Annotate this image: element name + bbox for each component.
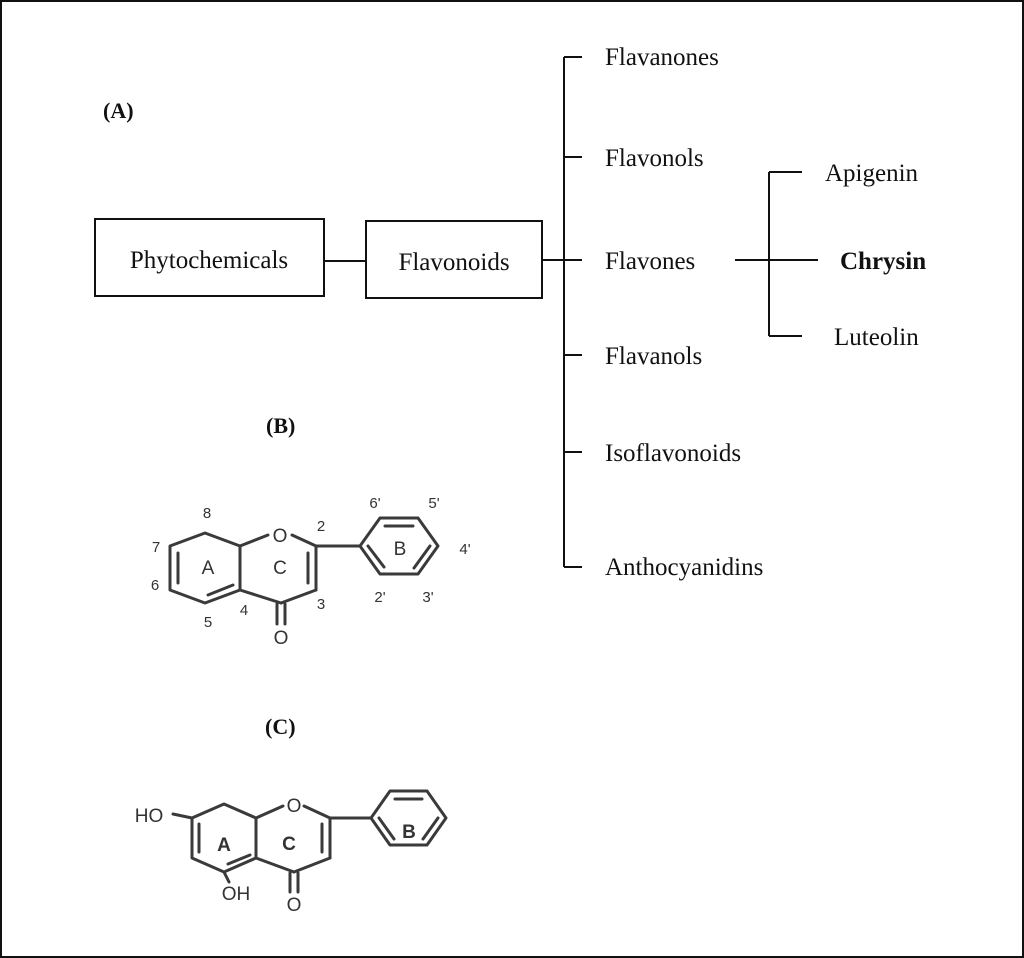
position-8: 8: [203, 505, 211, 522]
panel-label-c: (C): [265, 714, 296, 739]
flavone-skeleton-structure: O O A C B 8 7 6 5 4 3 2 2' 3' 4' 5' 6': [151, 495, 471, 649]
position-2: 2: [317, 518, 325, 535]
class-flavanones: Flavanones: [605, 44, 719, 71]
ring-b-label: B: [402, 822, 416, 843]
bond-c5-oh: [222, 870, 231, 884]
panel-label-a: (A): [103, 98, 134, 123]
panel-label-b: (B): [266, 413, 295, 438]
ring-a-double-bond: [226, 853, 252, 866]
position-4-prime: 4': [459, 541, 470, 558]
ring-b-double-bond: [412, 544, 432, 570]
phytochemicals-box: [94, 218, 325, 297]
class-flavones: Flavones: [605, 248, 695, 275]
flavone-apigenin: Apigenin: [825, 160, 919, 187]
position-6: 6: [151, 577, 159, 594]
position-3-prime: 3': [422, 589, 433, 606]
class-flavanols: Flavanols: [605, 343, 702, 370]
position-6-prime: 6': [369, 495, 380, 512]
ring-b-double-bond: [421, 816, 440, 841]
ring-a-label: A: [217, 835, 231, 856]
ring-b-bonds: [369, 789, 448, 847]
carbonyl-oxygen-atom: O: [287, 895, 302, 916]
hydroxyl-7: HO: [135, 806, 164, 827]
position-5-prime: 5': [428, 495, 439, 512]
bond-c8a-o1: [238, 533, 270, 548]
bond-c8a-o1: [254, 804, 285, 820]
bond-c3-c4: [279, 588, 318, 605]
ring-b-double-bond: [377, 816, 396, 841]
ring-oxygen-atom: O: [287, 796, 302, 817]
bond-o1-c2: [290, 533, 318, 548]
ring-c-label: C: [273, 558, 287, 579]
ring-c-label: C: [282, 834, 296, 855]
ring-b-bonds: [358, 516, 440, 576]
bond-c3-c4: [292, 856, 332, 874]
hydroxyl-5: OH: [222, 884, 251, 905]
position-7: 7: [152, 539, 160, 556]
position-4: 4: [240, 602, 248, 619]
chrysin-structure: O O A C B HO OH: [135, 789, 448, 916]
flavone-chrysin: Chrysin: [840, 248, 926, 275]
class-flavonols: Flavonols: [605, 145, 704, 172]
ring-oxygen-atom: O: [273, 526, 288, 547]
ring-a-double-bond: [206, 583, 235, 597]
phytochemicals-label: Phytochemicals: [130, 247, 288, 274]
ring-b-label: B: [394, 539, 407, 560]
ring-a-label: A: [202, 558, 215, 579]
bond-c4-c4a: [238, 588, 283, 605]
bond-o1-c2: [302, 804, 332, 820]
class-anthocyanidins: Anthocyanidins: [605, 554, 763, 581]
bond-c4-c4a: [254, 856, 296, 874]
class-isoflavonoids: Isoflavonoids: [605, 440, 741, 467]
position-3: 3: [317, 596, 325, 613]
bond-c7-oh: [171, 812, 194, 820]
flavonoids-label: Flavonoids: [398, 249, 509, 276]
position-5: 5: [204, 614, 212, 631]
position-2-prime: 2': [374, 589, 385, 606]
flavone-luteolin: Luteolin: [834, 324, 919, 351]
ring-b-double-bond: [366, 544, 386, 569]
carbonyl-oxygen-atom: O: [274, 628, 289, 649]
